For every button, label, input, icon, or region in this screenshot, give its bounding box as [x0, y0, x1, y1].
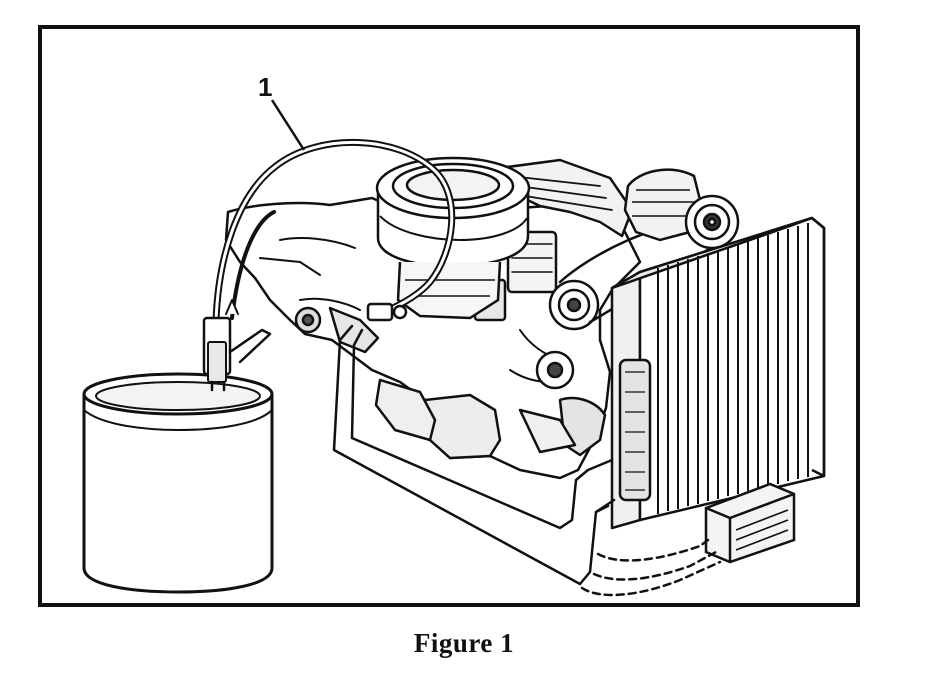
callout-1-leader	[270, 99, 306, 151]
engine	[224, 158, 714, 480]
hidden-lines	[580, 538, 722, 597]
cooler-lines	[332, 324, 616, 586]
alternator	[623, 168, 740, 250]
figure-frame	[38, 25, 860, 607]
callout-1-label: 1	[258, 72, 272, 102]
transfer-hose	[202, 139, 456, 392]
callout-1: 1	[258, 72, 306, 151]
radiator	[610, 216, 826, 530]
figure-caption: Figure 1	[413, 628, 515, 658]
transmission-oil-cooler	[704, 482, 796, 564]
drain-container	[82, 372, 274, 594]
